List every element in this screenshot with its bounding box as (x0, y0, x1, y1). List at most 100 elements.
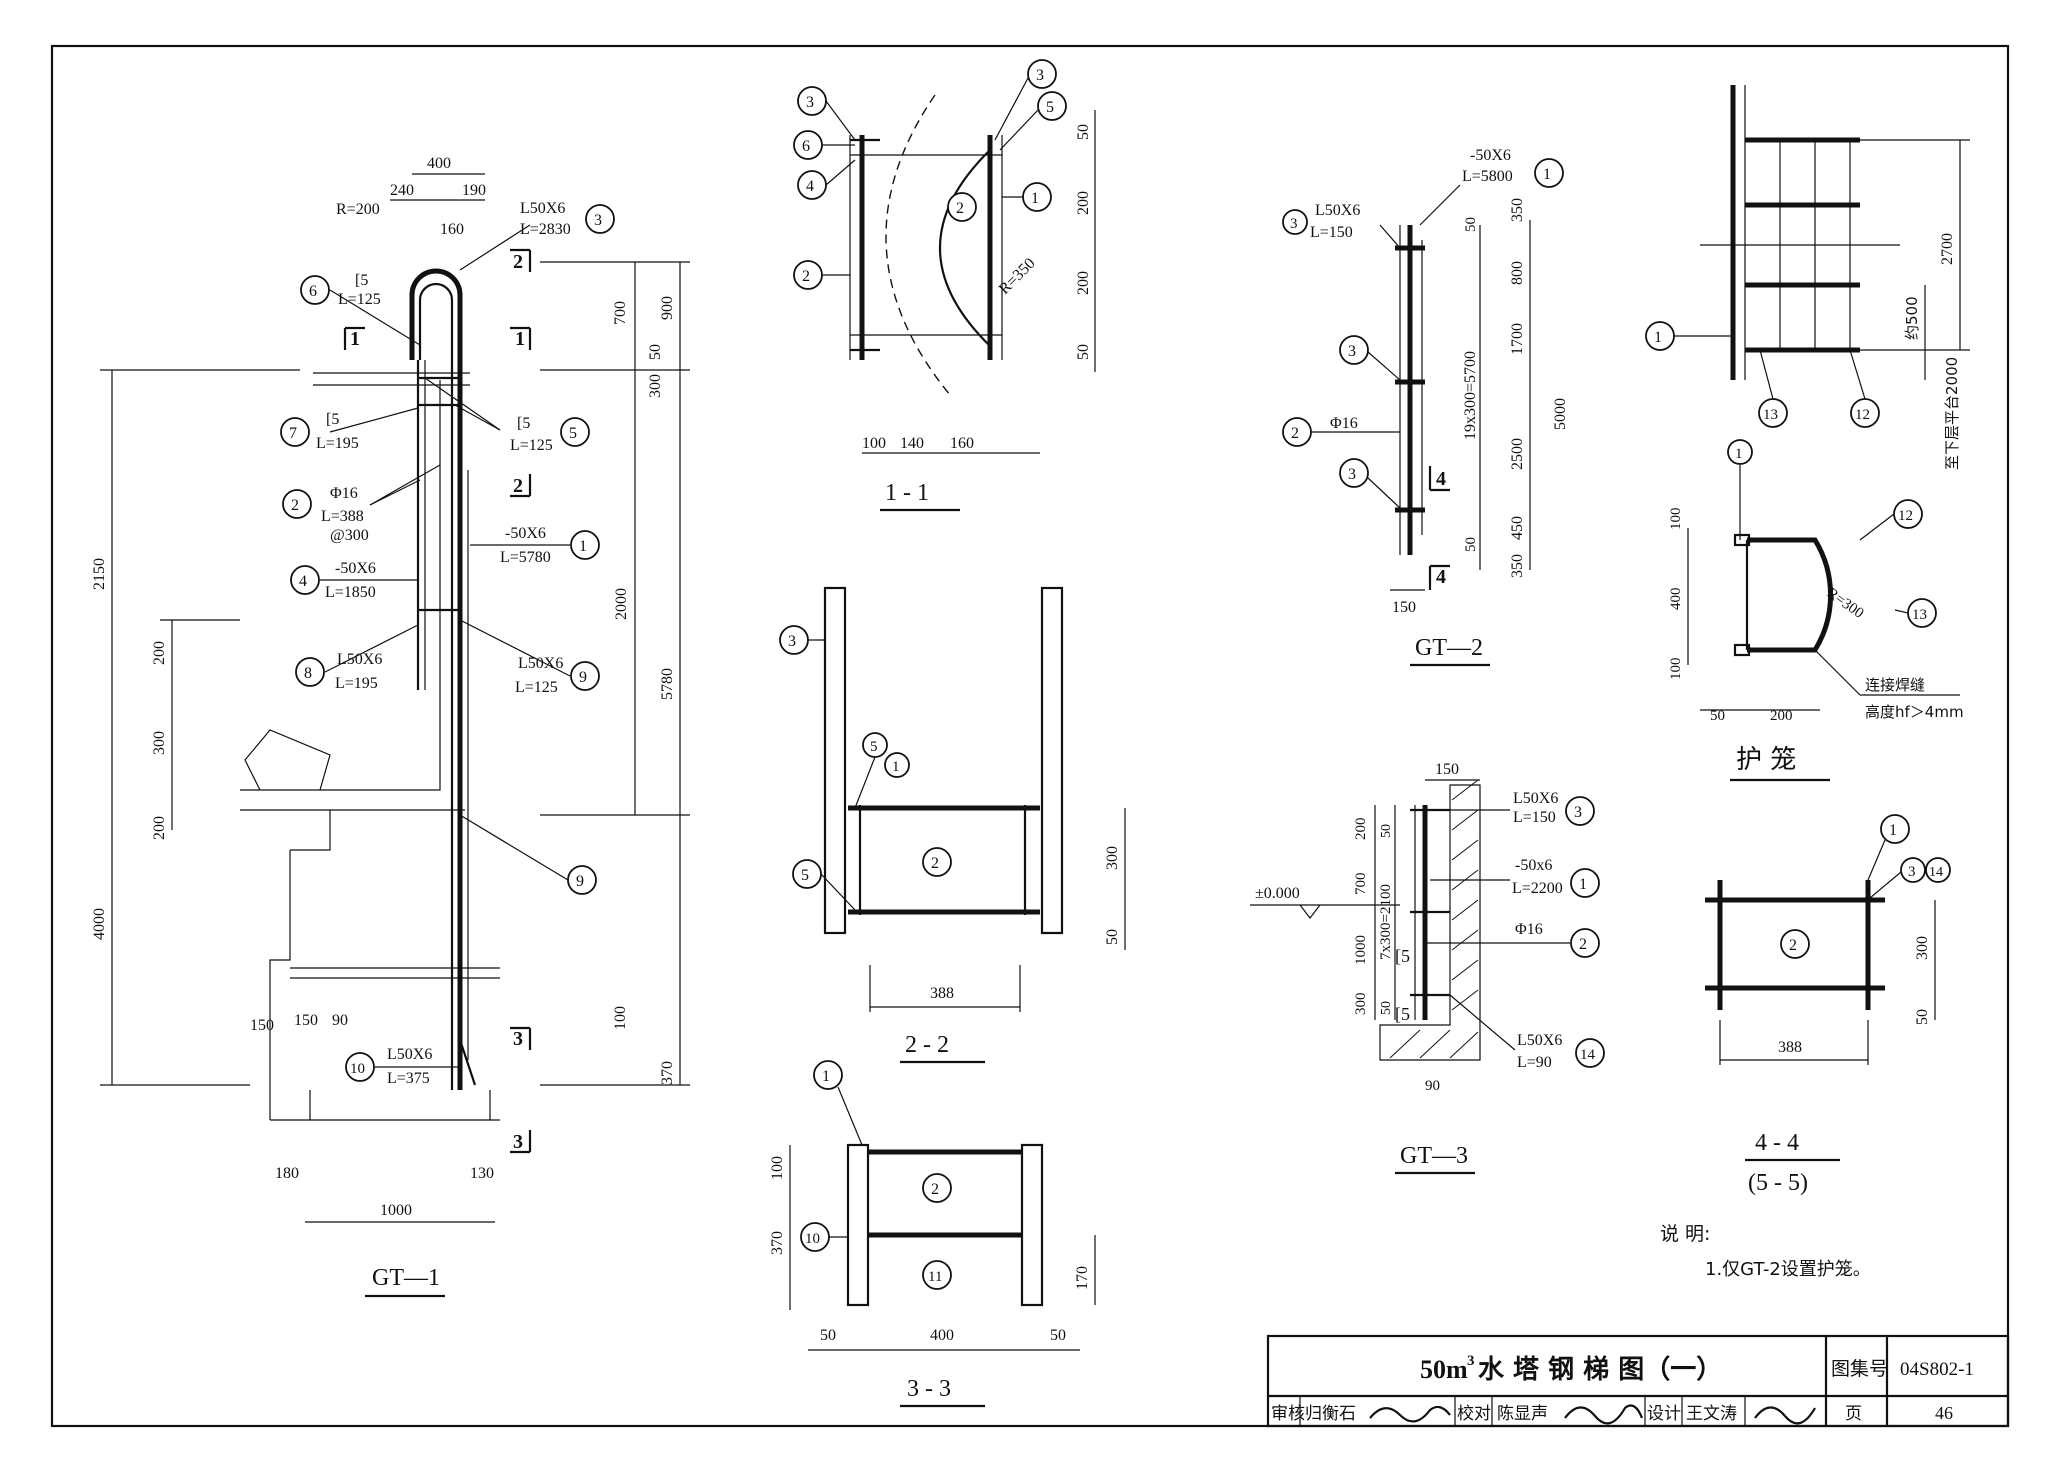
gt1-l10b: L=375 (387, 1070, 430, 1087)
tb-title-main: 水 塔 钢 梯 图（一） (1478, 1355, 1722, 1385)
gt1-leader9b (459, 814, 569, 881)
gt1-sec3b: 3 (513, 1131, 523, 1153)
gt2-lead3b (1367, 351, 1401, 381)
gt1-callout-6 (300, 275, 330, 305)
sheet-border (50, 44, 2010, 1428)
tb-check-signature (1564, 1404, 1644, 1425)
s44-d388: 388 (1778, 1039, 1802, 1056)
gt3-c5a: [5 (1395, 946, 1410, 966)
gt1-dim-300: 300 (647, 374, 664, 398)
s33-callout-2-num: 2 (931, 1181, 939, 1198)
gt3-l1b: L=2200 (1512, 880, 1563, 897)
gt1-callout-10 (345, 1052, 375, 1082)
s44-lead3 (1869, 871, 1902, 899)
s11-callout-4-num: 4 (806, 178, 814, 195)
gt1-dim-r200: R=200 (336, 201, 380, 218)
gt1-l10: L50X6 (387, 1046, 432, 1063)
gt1-callout-1-num: 1 (579, 538, 587, 555)
gt1-callout-9 (570, 661, 600, 691)
gt1-l9: L50X6 (518, 655, 563, 672)
gt1-sec2b: 2 (513, 475, 523, 497)
gt2-d450: 450 (1509, 516, 1526, 540)
s44-callout-3-num: 3 (1908, 864, 1916, 880)
tb-review-name: 归衡石 (1305, 1404, 1356, 1424)
gt1-callout-6-num: 6 (309, 283, 317, 300)
notes-item1: 1.仅GT-2设置护笼。 (1705, 1259, 1871, 1280)
s11-d200a: 200 (1075, 191, 1092, 215)
gt1-callout-7 (280, 417, 310, 447)
s22-callout-1 (884, 752, 910, 778)
s22-caption: 2 - 2 (905, 1032, 949, 1058)
s33-d100: 100 (769, 1156, 786, 1180)
cage-plan-callout-12-num: 12 (1898, 508, 1913, 524)
gt2-callout-3c-num: 3 (1348, 466, 1356, 483)
gt1-callout-4 (290, 565, 320, 595)
gt2-callout-1-num: 1 (1543, 166, 1551, 183)
gt1-l2: Φ16 (330, 485, 358, 502)
gt1-l2b: L=388 (321, 508, 364, 525)
cage-plan-lead-weld (1814, 649, 1861, 696)
gt2-callout-3c (1339, 458, 1369, 488)
gt3-l14: L50X6 (1517, 1032, 1562, 1049)
gt1-rail-bottom (458, 1039, 477, 1086)
s11-arc-dashed (885, 94, 951, 396)
gt1-dim-240: 240 (390, 182, 414, 199)
s11-d160: 160 (950, 435, 974, 452)
gt2-sec4a: 4 (1436, 468, 1446, 490)
gt3-l3b: L=150 (1513, 809, 1556, 826)
gt1-l3: L50X6 (520, 200, 565, 217)
s44-callout-2 (1780, 929, 1810, 959)
s11-caption: 1 - 1 (885, 480, 929, 506)
gt1-callout-7-num: 7 (289, 425, 297, 442)
gt3-callout-1 (1570, 868, 1600, 898)
gt1-callout-9-num: 9 (579, 669, 587, 686)
s11-callout-5-num: 5 (1046, 99, 1054, 116)
tb-check-name: 陈显声 (1497, 1404, 1548, 1424)
gt1-l8b: L=195 (335, 675, 378, 692)
title-block: 50m 3 水 塔 钢 梯 图（一） 图集号 04S802-1 审核 归衡石 校… (1266, 1334, 2010, 1428)
view-gt3: ±0.000 150 200 50 700 7x300=2100 1000 30… (1250, 761, 1605, 1175)
gt1-dim-90: 90 (332, 1012, 348, 1029)
tb-page-number: 46 (1935, 1403, 1953, 1423)
gt3-d300: 300 (1353, 993, 1369, 1016)
gt3-callout-2 (1570, 928, 1600, 958)
gt1-dim-50: 50 (647, 344, 664, 360)
tb-atlas-number: 04S802-1 (1900, 1359, 1974, 1380)
s33-callout-2 (922, 1173, 952, 1203)
cage-dyue500: 约500 (1903, 296, 1921, 340)
s11-lead6 (999, 109, 1039, 151)
gt2-d50a: 50 (1463, 217, 1479, 232)
gt1-callout-8 (295, 657, 325, 687)
s22-d388: 388 (930, 985, 954, 1002)
gt2-sec4b: 4 (1436, 566, 1446, 588)
s11-arc-outer (938, 149, 991, 347)
s33-caption: 3 - 3 (907, 1376, 951, 1402)
s44-lead1 (1867, 839, 1886, 881)
cage-plan-callout-1-num: 1 (1735, 446, 1743, 462)
gt1-l2c: @300 (330, 527, 369, 544)
s11-lead3 (825, 159, 856, 186)
gt3-callout-3 (1565, 796, 1595, 826)
gt3-callout-14 (1575, 1038, 1605, 1068)
gt1-dim-200a: 200 (151, 641, 168, 665)
gt2-l3: L50X6 (1315, 202, 1360, 219)
gt3-l14b: L=90 (1517, 1054, 1552, 1071)
gt2-callout-3a-num: 3 (1290, 216, 1298, 232)
gt1-sec1b: 1 (515, 328, 525, 350)
s11-d50b: 50 (1075, 344, 1092, 360)
gt1-l7: [5 (326, 411, 339, 428)
s11-callout-3b (1027, 59, 1057, 89)
s22-lead5b (820, 873, 856, 911)
gt1-callout-3-num: 3 (594, 212, 602, 229)
cage-plan-callout-1 (1727, 439, 1753, 465)
gt3-callout-2-num: 2 (1579, 936, 1587, 953)
s33-left-post (846, 1143, 870, 1307)
s33-d50b: 50 (1050, 1327, 1066, 1344)
cage-plan-d400: 400 (1668, 588, 1684, 611)
tb-review-label: 审核 (1271, 1404, 1305, 1424)
gt3-callout-1-num: 1 (1579, 876, 1587, 893)
s33-callout-1-num: 1 (822, 1068, 830, 1085)
s11-d100: 100 (862, 435, 886, 452)
gt3-callout-14-num: 14 (1580, 1047, 1596, 1063)
